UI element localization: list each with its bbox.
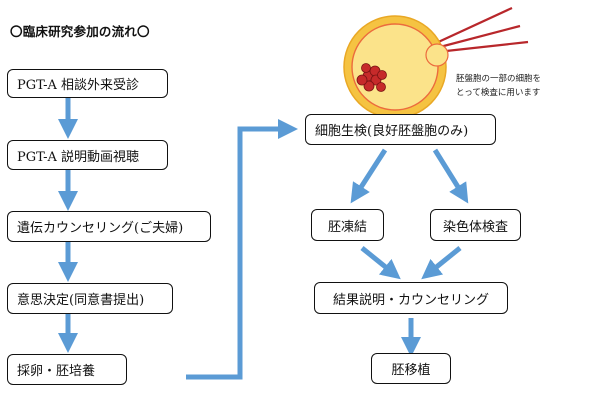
biopsy-pipette — [436, 40, 529, 54]
blastocyst-illustration — [343, 7, 529, 119]
arrow-test-result — [421, 246, 462, 280]
step-decision: 意思決定(同意書提出) — [7, 283, 173, 314]
herniating-cells — [425, 43, 449, 67]
inner-cell-mass — [356, 63, 387, 92]
biopsy-pipette — [435, 24, 521, 50]
page-title: 〇臨床研究参加の流れ〇 — [10, 24, 150, 39]
step-freeze: 胚凍結 — [311, 209, 384, 241]
step-result-counseling: 結果説明・カウンセリング — [314, 282, 508, 314]
step-egg-retrieval: 採卵・胚培養 — [7, 354, 127, 385]
arrow-freeze-result — [360, 246, 401, 280]
arrow-biopsy-test — [432, 148, 469, 204]
step-biopsy: 細胞生検(良好胚盤胞のみ) — [305, 114, 496, 145]
step-video: PGT-A 説明動画視聴 — [7, 140, 168, 170]
step-genetic-counseling: 遺伝カウンセリング(ご夫婦) — [7, 211, 211, 242]
arrow-connector — [186, 119, 298, 380]
step-consultation: PGT-A 相談外来受診 — [7, 69, 168, 98]
caption-line-2: とって検査に用います — [456, 88, 541, 98]
biopsy-pipette — [433, 7, 513, 45]
arrow-biopsy-freeze — [350, 148, 388, 204]
step-transfer: 胚移植 — [371, 353, 451, 384]
caption-line-1: 胚盤胞の一部の細胞を — [456, 74, 542, 84]
embryo-caption: 胚盤胞の一部の細胞を とって検査に用います — [456, 72, 541, 100]
step-chromosome-test: 染色体検査 — [430, 209, 521, 241]
